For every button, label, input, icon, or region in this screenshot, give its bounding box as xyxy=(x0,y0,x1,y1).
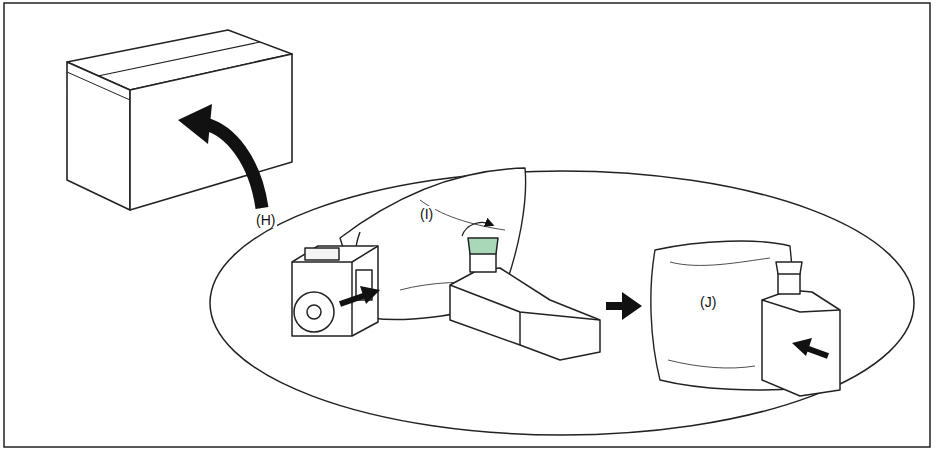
frame xyxy=(4,3,930,447)
group-ellipse xyxy=(210,171,914,435)
move-arrow xyxy=(606,292,642,320)
return-arrow xyxy=(178,104,262,208)
callout-label: (I) xyxy=(418,206,435,222)
callout-label: (J) xyxy=(698,294,718,310)
waste-toner-box xyxy=(450,223,600,361)
bag-arrow xyxy=(792,338,828,356)
insert-arrow xyxy=(340,286,380,304)
box xyxy=(67,30,292,210)
callout-label: (H) xyxy=(254,212,277,228)
waste-box-in-bag xyxy=(762,262,840,396)
